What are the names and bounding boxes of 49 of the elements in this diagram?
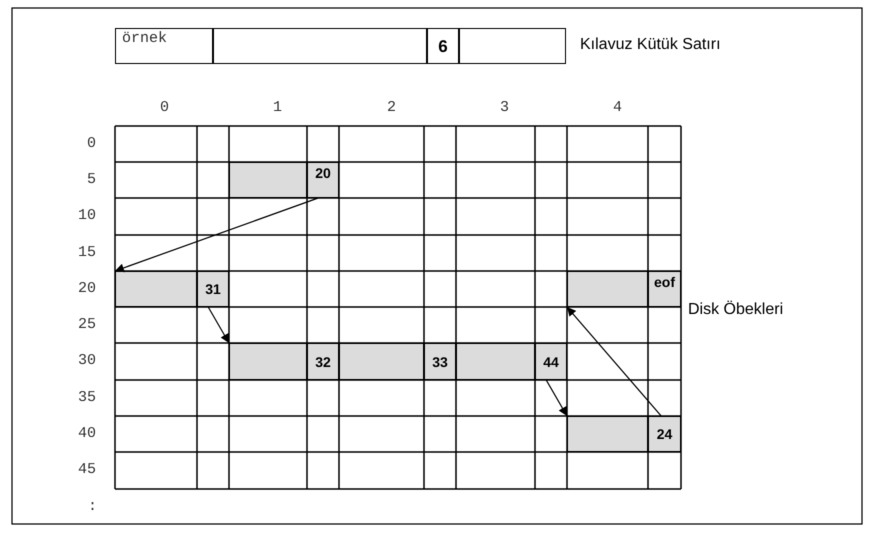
directory-cell: [213, 28, 427, 64]
row-number: 10: [78, 208, 96, 223]
column-number: 0: [160, 100, 170, 115]
arrow: [208, 306, 230, 344]
directory-cell: [427, 28, 459, 64]
allocated-block: [567, 416, 648, 452]
next-block-pointer: 44: [543, 354, 559, 368]
allocated-block: [456, 343, 535, 380]
pointer-cell: [307, 162, 339, 198]
row-number: 35: [78, 390, 96, 405]
start-block-number: 6: [438, 38, 448, 54]
row-number: 5: [86, 172, 96, 187]
disk-clusters-caption: Disk Öbekleri: [688, 302, 784, 318]
directory-cell: [115, 28, 213, 64]
allocated-block: [115, 271, 197, 307]
row-number: 0: [86, 136, 96, 151]
next-block-pointer: 31: [205, 282, 221, 296]
pointer-cell: [648, 271, 681, 307]
row-number: 25: [78, 317, 96, 332]
column-number: 4: [613, 100, 622, 115]
next-block-pointer: 24: [656, 427, 672, 441]
next-block-pointer: 32: [315, 354, 331, 368]
row-number: 40: [78, 426, 96, 441]
pointer-cell: [648, 416, 681, 452]
column-number: 1: [273, 100, 282, 115]
allocated-block: [229, 162, 307, 198]
pointer-cell: [535, 343, 567, 380]
row-number: 45: [78, 462, 96, 477]
pointer-cell: [307, 343, 339, 380]
directory-cell: [459, 28, 566, 64]
column-number: 2: [387, 100, 396, 115]
arrow: [114, 197, 318, 272]
file-name: örnek: [122, 31, 168, 46]
row-number: 20: [78, 281, 96, 296]
next-block-pointer: 33: [432, 354, 448, 368]
pointer-cell: [197, 271, 229, 307]
row-number: 15: [78, 245, 96, 260]
next-block-pointer: 20: [315, 166, 331, 180]
column-number: 3: [500, 100, 510, 115]
allocated-block: [567, 271, 648, 307]
continuation-mark: :: [88, 499, 98, 514]
allocated-block: [229, 343, 307, 380]
row-number: 30: [78, 353, 96, 368]
arrow: [566, 306, 662, 416]
row-caption: Kılavuz Kütük Satırı: [580, 37, 721, 53]
pointer-cell: [424, 343, 456, 380]
next-block-pointer: eof: [654, 275, 675, 289]
arrow: [546, 380, 568, 416]
allocated-block: [339, 343, 424, 380]
